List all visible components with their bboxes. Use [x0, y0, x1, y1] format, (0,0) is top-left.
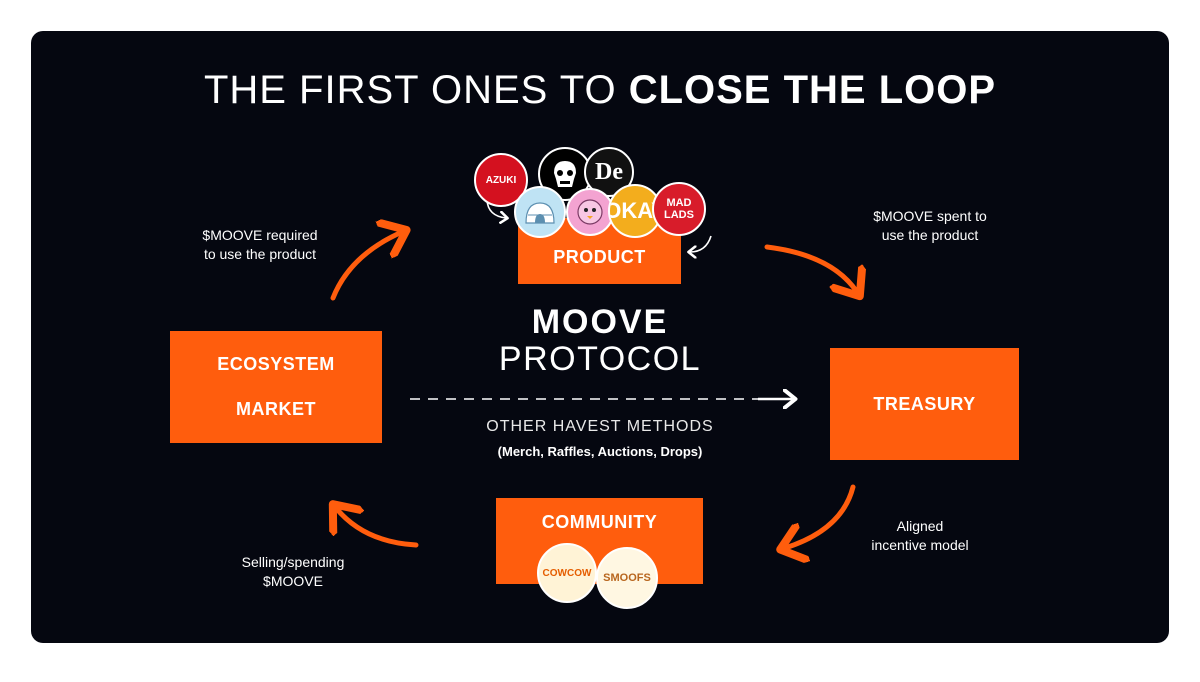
de-logo-text: De: [595, 159, 623, 186]
treasury-box: TREASURY: [830, 348, 1019, 460]
smoofs-logo: SMOOFS: [596, 547, 658, 609]
cowcow-logo-text: COWCOW: [543, 568, 592, 579]
azuki-logo-text: AZUKI: [486, 175, 517, 186]
edge-label-selling-line2: $MOOVE: [193, 572, 393, 591]
igloo-shape: [523, 197, 557, 227]
edge-label-selling-line1: Selling/spending: [193, 553, 393, 572]
skull-icon: [548, 157, 582, 191]
arrow-community-to-market: [336, 508, 416, 545]
madlads-line1: MAD: [664, 197, 694, 209]
curl-arrow-right: [690, 236, 711, 252]
market-label: MARKET: [236, 399, 316, 420]
ecosystem-label: ECOSYSTEM: [217, 354, 335, 375]
igloo-icon: [514, 186, 566, 238]
edge-label-spent-line2: use the product: [830, 226, 1030, 245]
pudgy-penguin-icon: [566, 188, 614, 236]
center-protocol: PROTOCOL: [400, 340, 800, 379]
edge-label-selling: Selling/spending$MOOVE: [193, 553, 393, 591]
smoofs-logo-text: SMOOFS: [603, 572, 651, 584]
madlads-line2: LADS: [664, 209, 694, 221]
cowcow-logo: COWCOW: [537, 543, 597, 603]
arrow-product-to-treasury: [767, 247, 857, 292]
edge-label-spent-line1: $MOOVE spent to: [830, 207, 1030, 226]
other-methods-label: OTHER HAVEST METHODS: [400, 418, 800, 436]
edge-label-aligned-line1: Aligned: [820, 517, 1020, 536]
product-label: PRODUCT: [553, 247, 646, 268]
other-methods-list: (Merch, Raffles, Auctions, Drops): [400, 444, 800, 459]
community-label: COMMUNITY: [542, 512, 658, 533]
penguin-face: [575, 197, 605, 227]
edge-label-required-line1: $MOOVE required: [160, 226, 360, 245]
edge-label-aligned-line2: incentive model: [820, 536, 1020, 555]
edge-label-required-line2: to use the product: [160, 245, 360, 264]
center-moove: MOOVE: [400, 303, 800, 342]
ecosystem-market-box: ECOSYSTEM MARKET: [170, 331, 382, 443]
treasury-label: TREASURY: [873, 394, 975, 415]
